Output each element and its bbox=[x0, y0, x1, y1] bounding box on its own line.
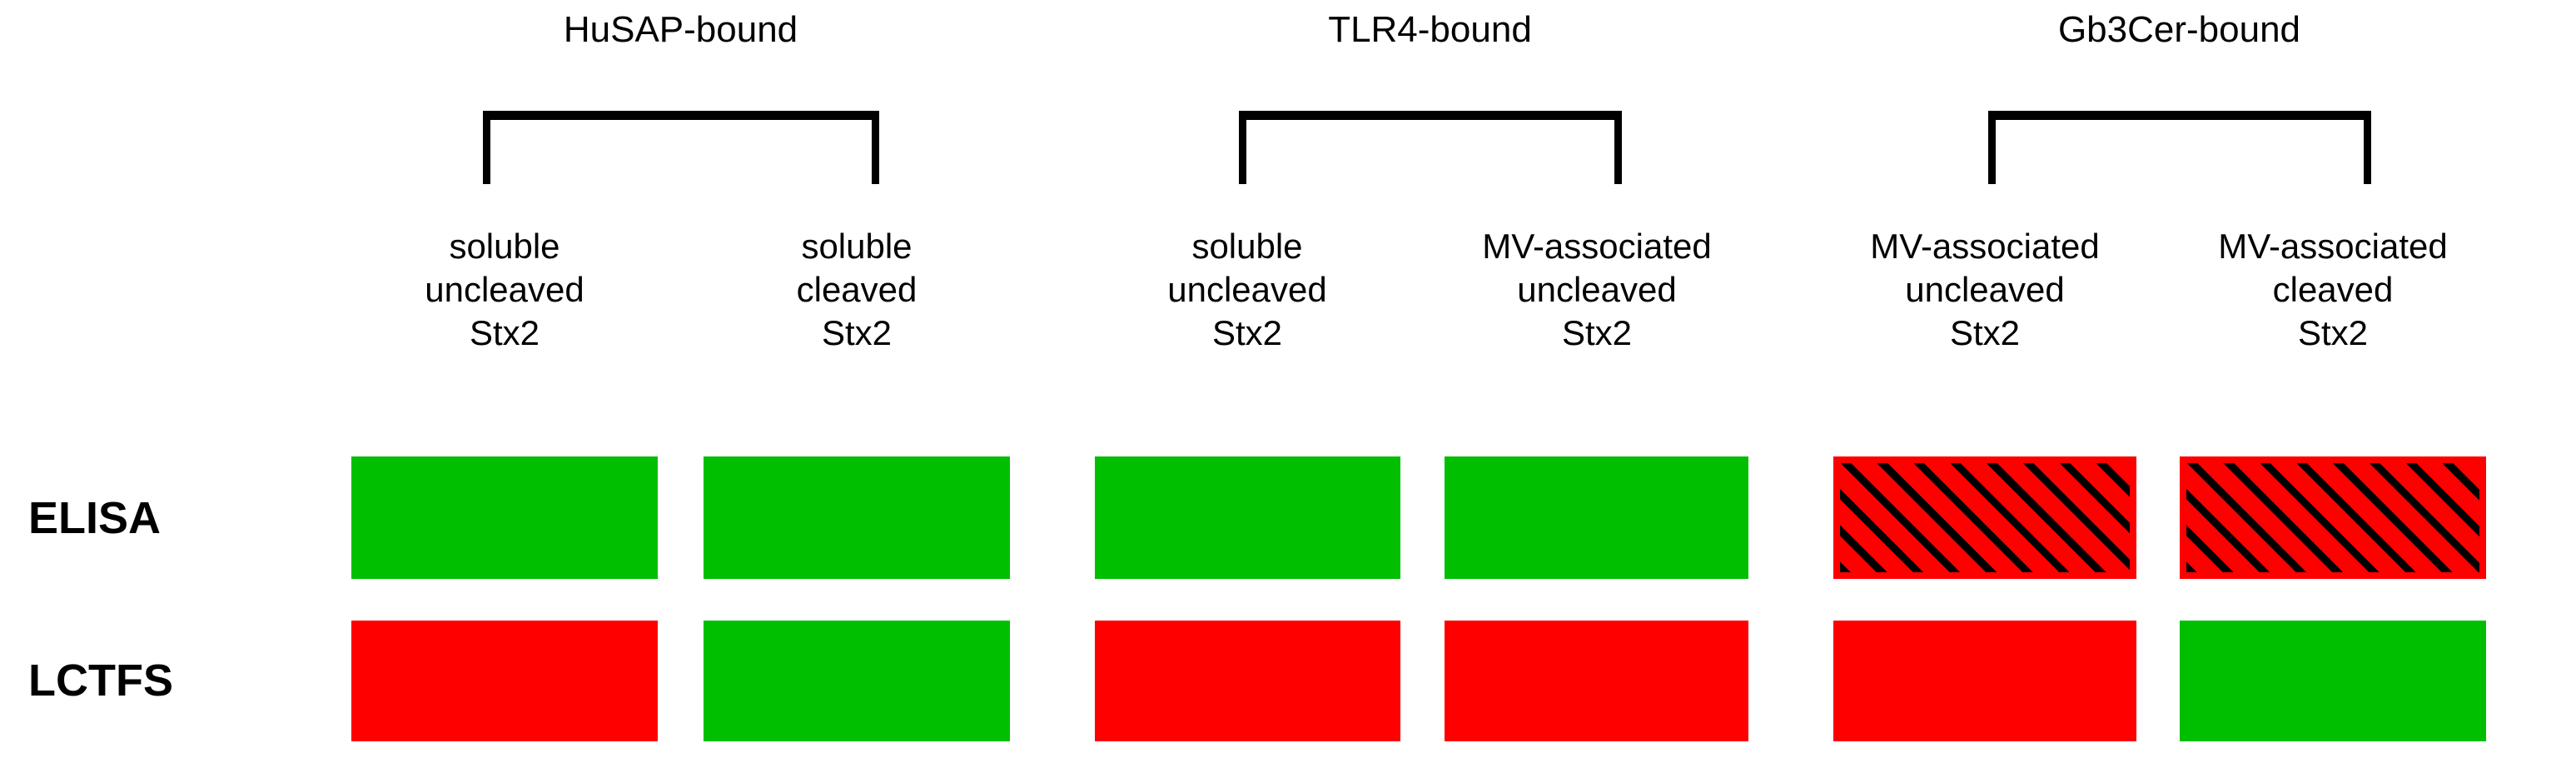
column-label-1-line2: uncleaved bbox=[425, 270, 584, 309]
column-label-2-line2: cleaved bbox=[796, 270, 918, 309]
column-label-6-line3: Stx2 bbox=[2297, 313, 2369, 352]
column-label-1: soluble uncleaved Stx2 bbox=[380, 225, 629, 355]
cell-elisa-col1 bbox=[351, 456, 658, 579]
column-label-2: soluble cleaved Stx2 bbox=[732, 225, 982, 355]
cell-lctfs-col3 bbox=[1095, 621, 1400, 741]
column-label-5-line2: uncleaved bbox=[1905, 270, 2065, 309]
cell-lctfs-col2 bbox=[704, 621, 1010, 741]
group-bracket-gb3cer bbox=[1988, 111, 2371, 184]
cell-elisa-col2 bbox=[704, 456, 1010, 579]
column-label-5-line1: MV-associated bbox=[1870, 227, 2100, 266]
column-label-5-line3: Stx2 bbox=[1949, 313, 2021, 352]
cell-elisa-col5 bbox=[1833, 456, 2136, 579]
group-title-tlr4: TLR4-bound bbox=[1328, 9, 1532, 50]
column-label-6-line2: cleaved bbox=[2272, 270, 2394, 309]
column-label-3-line1: soluble bbox=[1191, 227, 1303, 266]
column-label-6: MV-associated cleaved Stx2 bbox=[2208, 225, 2458, 355]
column-label-3: soluble uncleaved Stx2 bbox=[1122, 225, 1372, 355]
column-label-2-line3: Stx2 bbox=[821, 313, 893, 352]
row-label-elisa: ELISA bbox=[28, 493, 162, 543]
group-bracket-tlr4 bbox=[1239, 111, 1622, 184]
cell-lctfs-col5 bbox=[1833, 621, 2136, 741]
column-label-6-line1: MV-associated bbox=[2218, 227, 2448, 266]
cell-lctfs-col4 bbox=[1445, 621, 1748, 741]
column-label-4-line2: uncleaved bbox=[1517, 270, 1677, 309]
diagonal-hatch-pattern bbox=[2186, 463, 2479, 572]
row-label-lctfs: LCTFS bbox=[28, 656, 173, 706]
cell-lctfs-col1 bbox=[351, 621, 658, 741]
group-title-gb3cer: Gb3Cer-bound bbox=[2057, 9, 2301, 50]
column-label-3-line2: uncleaved bbox=[1167, 270, 1327, 309]
cell-elisa-col3 bbox=[1095, 456, 1400, 579]
column-label-2-line1: soluble bbox=[801, 227, 913, 266]
column-label-4-line1: MV-associated bbox=[1482, 227, 1712, 266]
group-title-husap: HuSAP-bound bbox=[563, 9, 798, 50]
column-label-1-line3: Stx2 bbox=[469, 313, 540, 352]
column-label-4: MV-associated uncleaved Stx2 bbox=[1472, 225, 1722, 355]
column-label-3-line3: Stx2 bbox=[1211, 313, 1283, 352]
cell-elisa-col6 bbox=[2180, 456, 2486, 579]
column-label-5: MV-associated uncleaved Stx2 bbox=[1860, 225, 2110, 355]
cell-lctfs-col6 bbox=[2180, 621, 2486, 741]
cell-elisa-col4 bbox=[1445, 456, 1748, 579]
group-bracket-husap bbox=[483, 111, 879, 184]
column-label-4-line3: Stx2 bbox=[1561, 313, 1633, 352]
diagonal-hatch-pattern bbox=[1840, 463, 2130, 572]
column-label-1-line1: soluble bbox=[449, 227, 560, 266]
